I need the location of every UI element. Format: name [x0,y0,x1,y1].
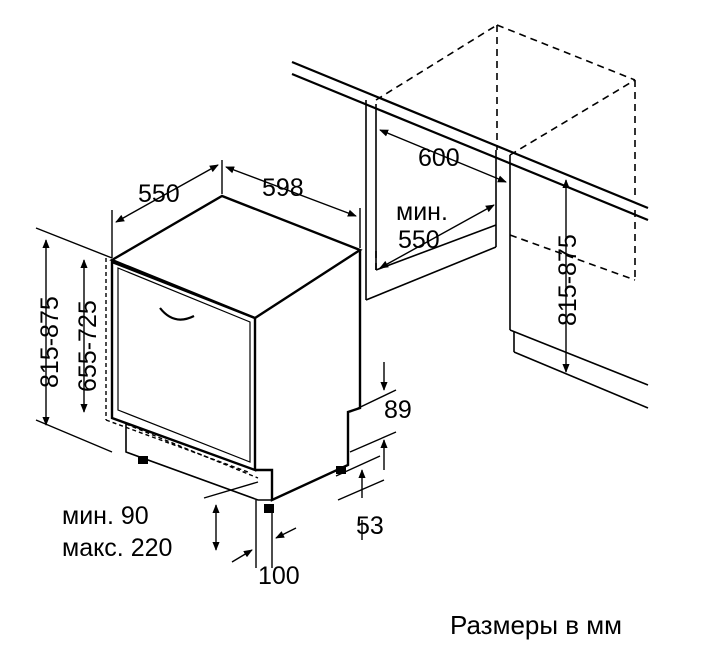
label-width: 598 [262,174,304,202]
dishwasher-body [105,194,363,513]
door-inner-frame [117,267,251,463]
foot-front-left [138,456,148,464]
dishwasher-top-face [109,194,363,320]
upper-cabinet-dashed [375,24,636,281]
right-panel-floor-line [509,329,649,386]
dim-depth-arrow [115,164,219,223]
door-handle [159,307,195,321]
dishwasher-plinth [125,424,272,501]
label-plinth-gap-min: мин. 90 [62,502,149,530]
right-panel-plinth-bottom [513,351,649,409]
niche-cabinet [291,24,649,409]
door-dashed-outline [105,258,259,479]
label-foot-offset: 100 [258,562,300,590]
dimension-lines [35,129,570,568]
foot-back-right [336,466,346,474]
label-niche-width: 600 [418,144,460,172]
label-niche-depth-prefix: мин. [396,198,448,226]
label-total-height: 815-875 [36,296,64,388]
dim-width-arrow [225,166,357,217]
label-door-height: 655-725 [74,300,102,392]
label-plinth-gap-max: макс. 220 [62,534,172,562]
label-niche-height: 815-875 [554,234,582,326]
dishwasher-side-face [255,250,362,502]
dim-niche-width-arrow [379,129,507,183]
label-foot-height: 53 [356,512,384,540]
dishwasher-front-face [110,260,257,472]
label-plinth-height: 89 [384,396,412,424]
countertop-bottom-edge [291,72,649,222]
label-depth: 550 [138,180,180,208]
left-panel-bottom [365,246,497,301]
units-caption: Размеры в мм [450,610,622,640]
dim-niche-depth-arrow [379,204,495,269]
foot-front-right [264,504,274,513]
countertop-top-edge [291,60,649,210]
label-niche-depth-value: 550 [398,226,440,254]
